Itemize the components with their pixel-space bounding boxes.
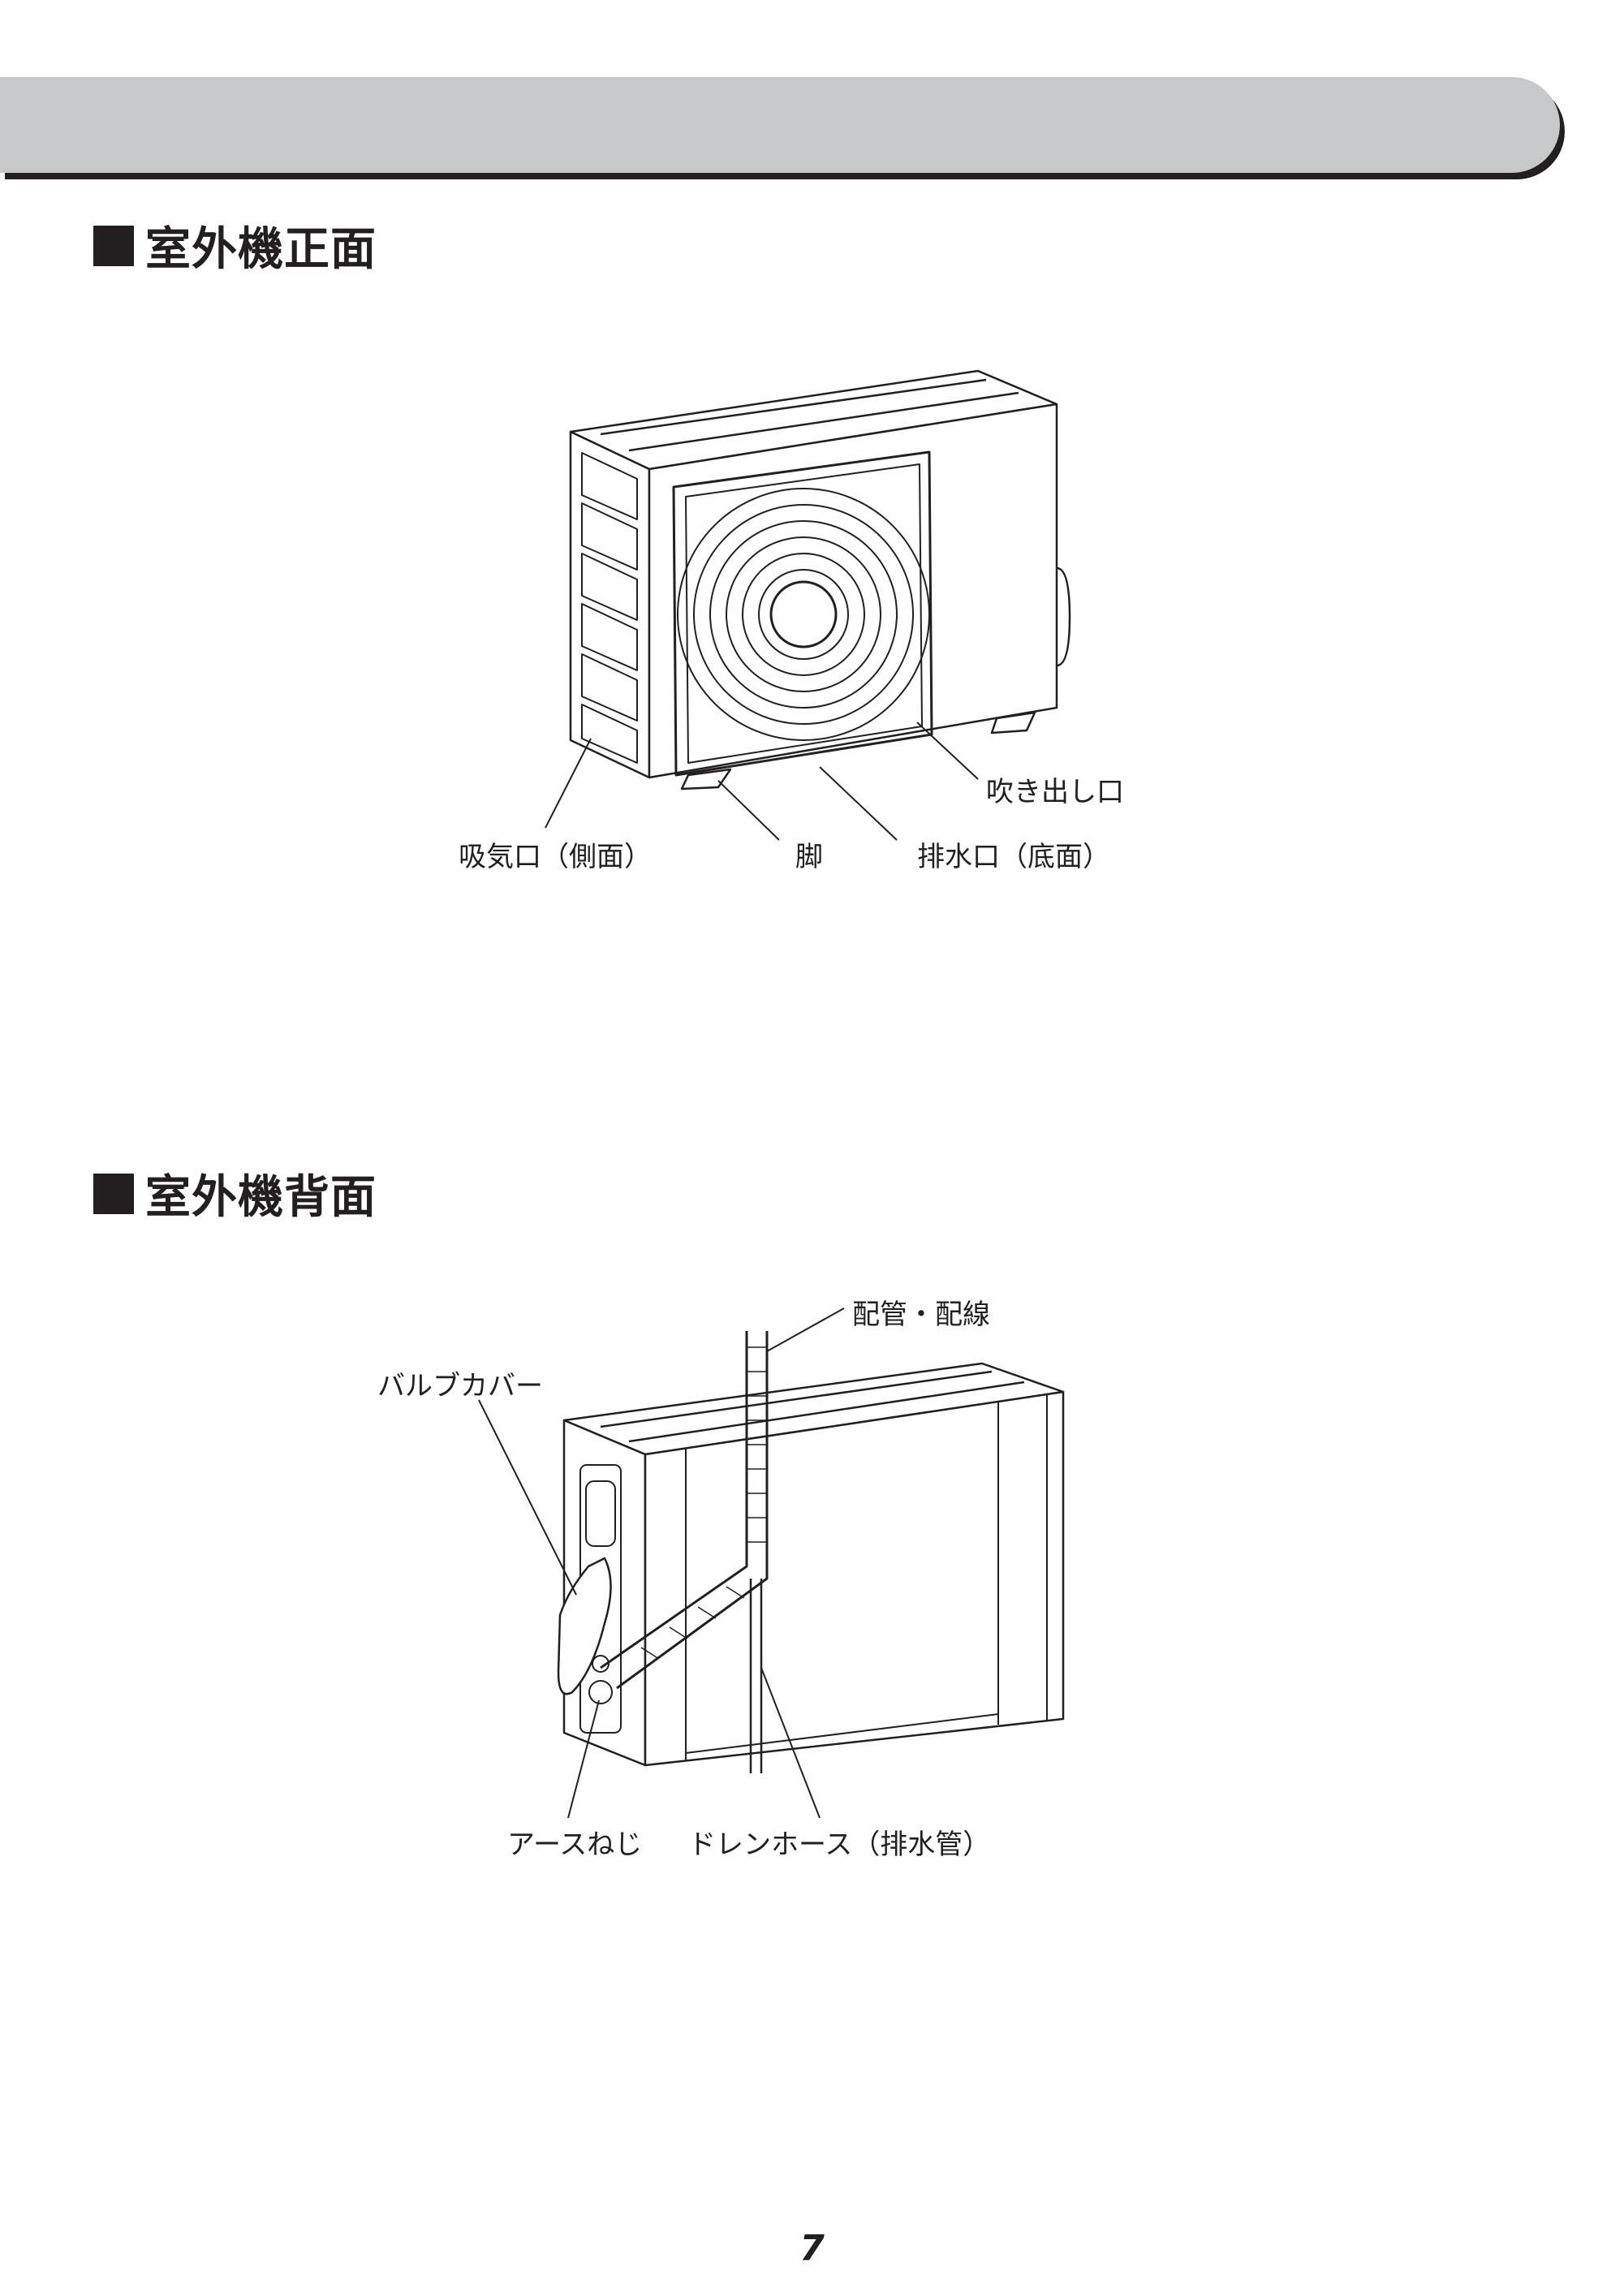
section-title-back-text: 室外機背面 (145, 1171, 377, 1224)
label-piping: 配管・配線 (852, 1299, 990, 1331)
header-band (0, 77, 1560, 173)
label-drain-port: 排水口（底面） (917, 841, 1110, 873)
label-drain-hose: ドレンホース（排水管） (688, 1829, 991, 1861)
section-title-front: 室外機正面 (93, 213, 377, 278)
label-outlet: 吹き出し口 (986, 776, 1124, 808)
square-bullet-icon (93, 1173, 134, 1214)
square-bullet-icon (93, 225, 134, 266)
section-title-front-text: 室外機正面 (145, 223, 377, 276)
label-leg: 脚 (795, 841, 823, 873)
label-intake: 吸気口（側面） (459, 841, 652, 873)
page-number: 7 (799, 2228, 825, 2269)
section-title-back: 室外機背面 (93, 1161, 377, 1226)
label-valve-cover: バルブカバー (377, 1370, 543, 1402)
label-ground-screw: アースねじ (507, 1829, 643, 1861)
